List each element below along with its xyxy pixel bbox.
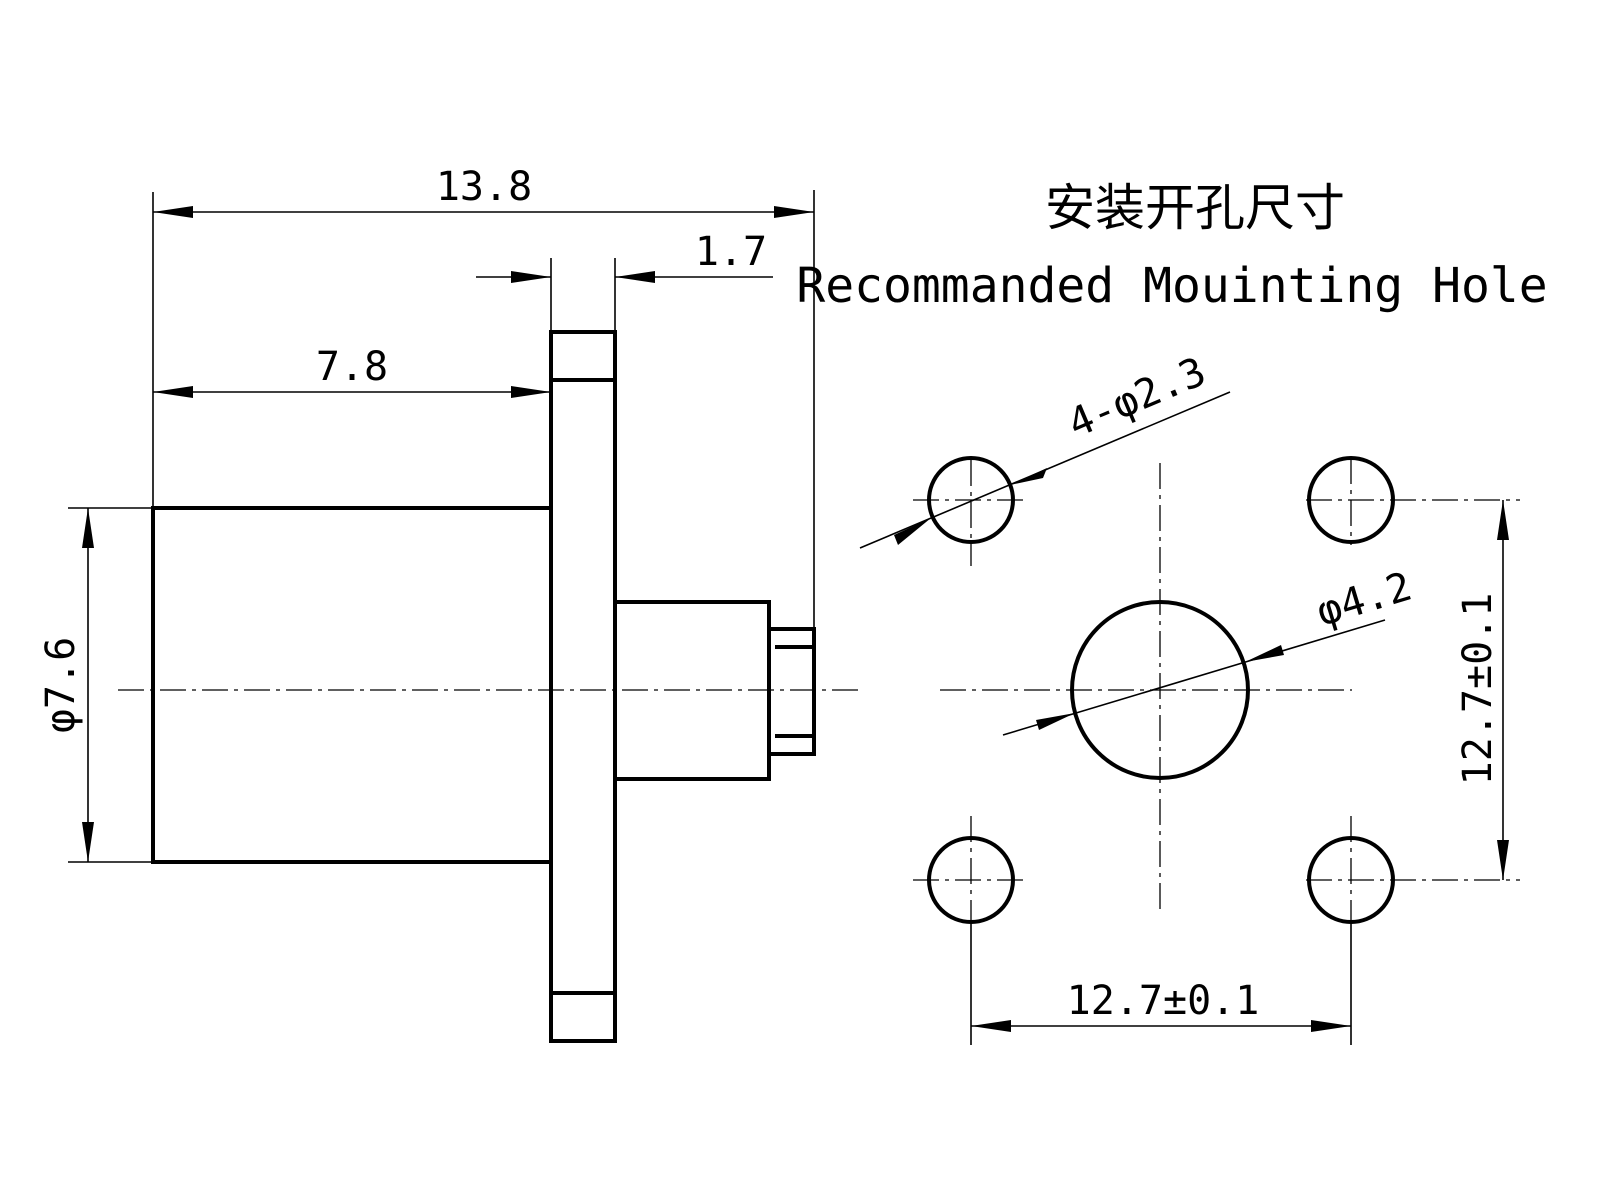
- side-view: 13.8 7.8 1.7 φ7.6: [38, 164, 860, 1043]
- title-english: Recommanded Mouinting Hole: [796, 258, 1547, 314]
- flange: [549, 330, 617, 1043]
- center-hole: [1070, 600, 1250, 780]
- center-hole-callout: φ4.2: [1311, 564, 1417, 636]
- vertical-spacing-dimension: 12.7±0.1: [1455, 593, 1501, 786]
- title-chinese: 安装开孔尺寸: [1045, 179, 1345, 237]
- mounting-hole-callout: 4-φ2.3: [1061, 349, 1212, 448]
- body-length-dimension: 7.8: [316, 344, 388, 390]
- connector-body: [151, 506, 553, 864]
- horizontal-spacing-dimension: 12.7±0.1: [1067, 978, 1260, 1024]
- body-diameter-dimension: φ7.6: [38, 637, 84, 733]
- flange-thickness-dimension: 1.7: [695, 229, 767, 275]
- pin: [767, 627, 816, 756]
- overall-length-dimension: 13.8: [436, 164, 532, 210]
- hole-pattern-view: 12.7±0.1 12.7±0.1 4-φ2.3 φ4.2: [859, 349, 1520, 1045]
